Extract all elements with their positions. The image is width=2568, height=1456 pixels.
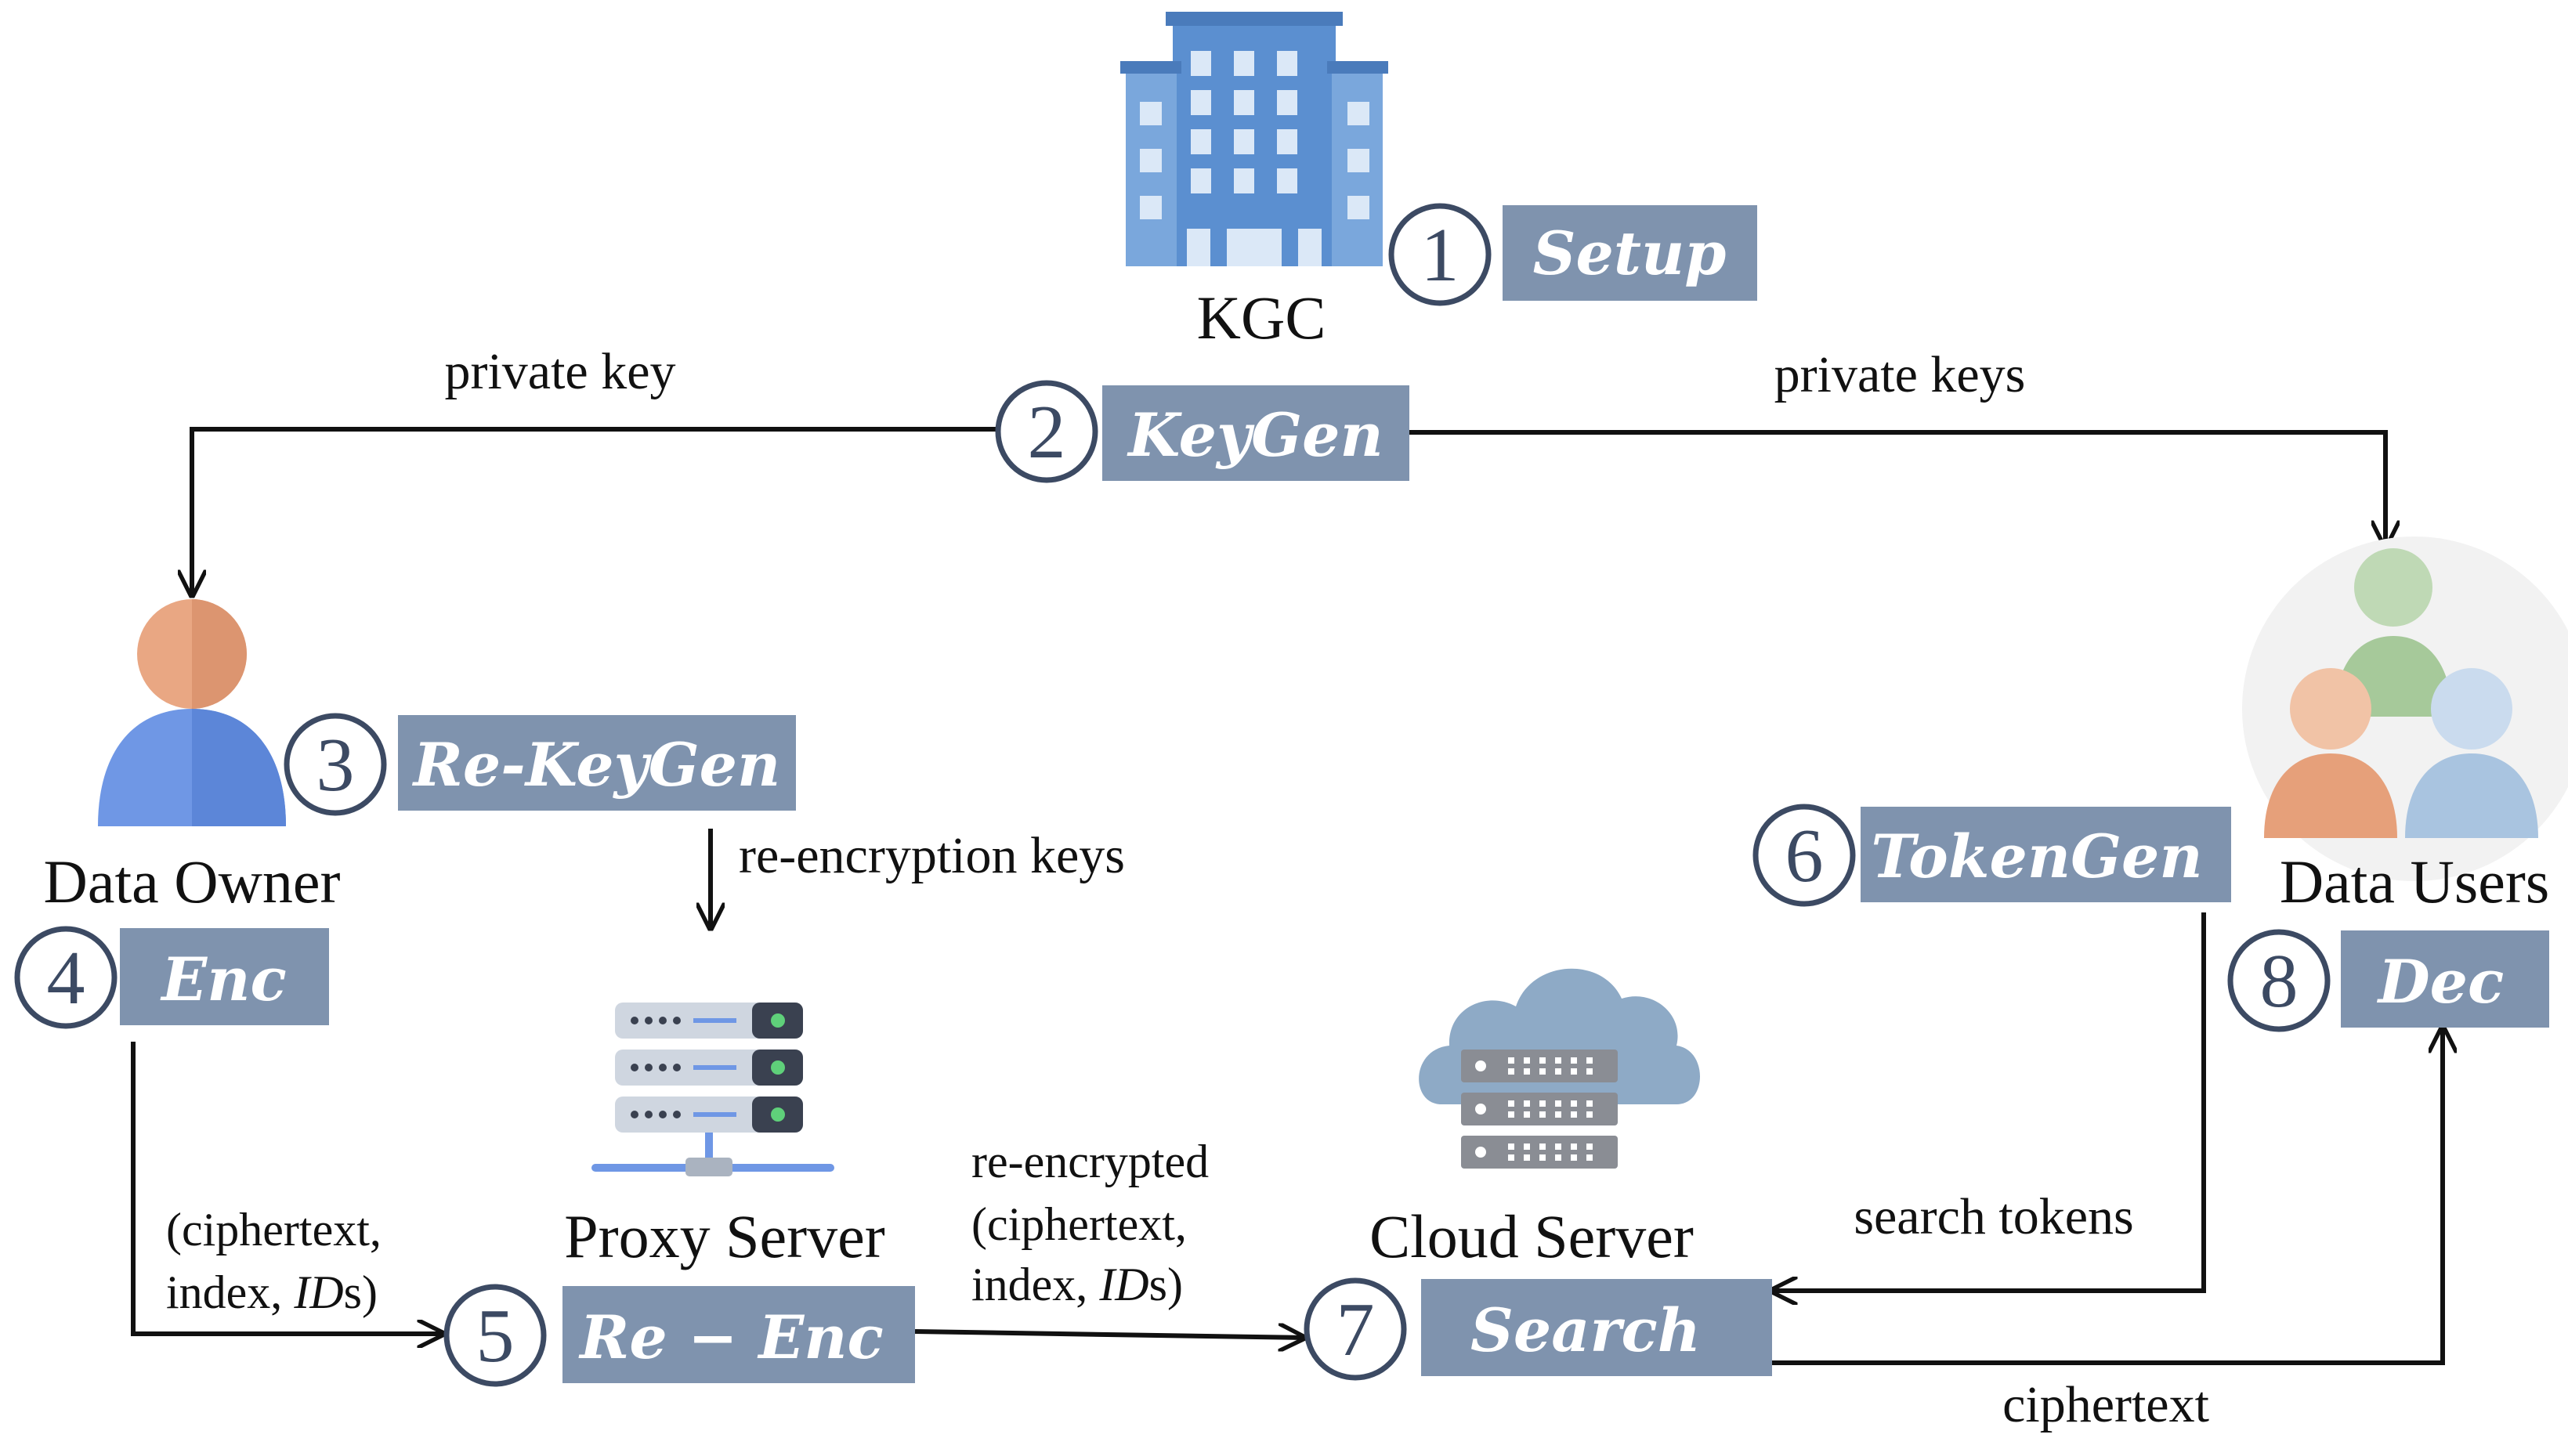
step-re-enc: Re − Enc 5: [443, 1284, 915, 1387]
arrow-search-to-dec: [1772, 1028, 2443, 1365]
step-tokengen-number: 6: [1785, 814, 1824, 898]
step-re-enc-label: Re − Enc: [578, 1302, 884, 1372]
step-enc: Enc 4: [14, 926, 329, 1029]
edge-label-search-tokens: search tokens: [1854, 1188, 2133, 1245]
arrow-enc-to-reenc: [131, 1042, 443, 1334]
edge-label-enc-output: (ciphertext, index, IDs): [166, 1204, 382, 1318]
step-re-keygen: Re-KeyGen 3: [284, 713, 796, 816]
arrow-reenc-to-search: [914, 1331, 1304, 1338]
step-search-label: Search: [1470, 1295, 1701, 1365]
step-dec-number: 8: [2260, 939, 2299, 1024]
step-enc-label: Enc: [160, 945, 286, 1014]
step-setup-label: Setup: [1533, 219, 1727, 288]
users-group-icon: [2242, 537, 2568, 881]
arrow-keygen-to-users: [1409, 430, 2385, 546]
cloud-server-label: Cloud Server: [1369, 1202, 1694, 1270]
step-re-enc-number: 5: [476, 1294, 515, 1378]
enc-output-suffix: s): [344, 1266, 378, 1318]
step-dec-label: Dec: [2377, 947, 2505, 1017]
step-setup-number: 1: [1421, 213, 1459, 298]
enc-output-prefix: index,: [166, 1266, 294, 1318]
building-icon: [1120, 12, 1388, 266]
edge-label-ciphertext: ciphertext: [2002, 1376, 2209, 1433]
edge-label-reenc-output: re-encrypted (ciphertext, index, IDs): [971, 1136, 1209, 1310]
enc-output-line1: (ciphertext,: [166, 1204, 382, 1255]
step-keygen: KeyGen 2: [995, 380, 1409, 483]
step-setup: Setup 1: [1388, 203, 1757, 306]
reenc-output-line1: (ciphertext,: [971, 1198, 1187, 1250]
step-re-keygen-label: Re-KeyGen: [412, 730, 780, 800]
step-tokengen-label: TokenGen: [1871, 822, 2202, 891]
step-enc-number: 4: [47, 936, 85, 1021]
reenc-output-suffix: s): [1149, 1259, 1183, 1310]
proxy-server-label: Proxy Server: [564, 1202, 884, 1270]
kgc-label: KGC: [1197, 284, 1326, 352]
step-dec: Dec 8: [2227, 929, 2549, 1032]
arrow-keygen-to-owner: [192, 427, 999, 595]
data-owner-label: Data Owner: [44, 847, 341, 916]
arrow-tokengen-to-search: [1772, 912, 2206, 1291]
step-re-keygen-number: 3: [316, 723, 355, 807]
cloud-server-icon: [1419, 968, 1700, 1169]
reenc-output-line2: index, IDs): [971, 1259, 1183, 1310]
step-tokengen: TokenGen 6: [1752, 804, 2231, 907]
reenc-output-prefix: index,: [971, 1259, 1099, 1310]
reenc-output-italic: ID: [1098, 1259, 1148, 1310]
edge-label-private-keys: private keys: [1774, 346, 2026, 403]
enc-output-line2: index, IDs): [166, 1266, 378, 1318]
data-users-label: Data Users: [2280, 847, 2549, 916]
edge-label-re-encryption-keys: re-encryption keys: [739, 827, 1125, 884]
step-search-number: 7: [1336, 1288, 1375, 1372]
enc-output-italic: ID: [293, 1266, 343, 1318]
step-keygen-number: 2: [1028, 390, 1066, 475]
user-icon: [98, 599, 286, 826]
reenc-output-line0: re-encrypted: [971, 1136, 1209, 1187]
edge-label-private-key: private key: [444, 343, 675, 400]
connectors: [131, 427, 2443, 1365]
server-rack-icon: [591, 1003, 834, 1176]
step-search: Search 7: [1304, 1277, 1772, 1381]
step-keygen-label: KeyGen: [1127, 400, 1383, 470]
